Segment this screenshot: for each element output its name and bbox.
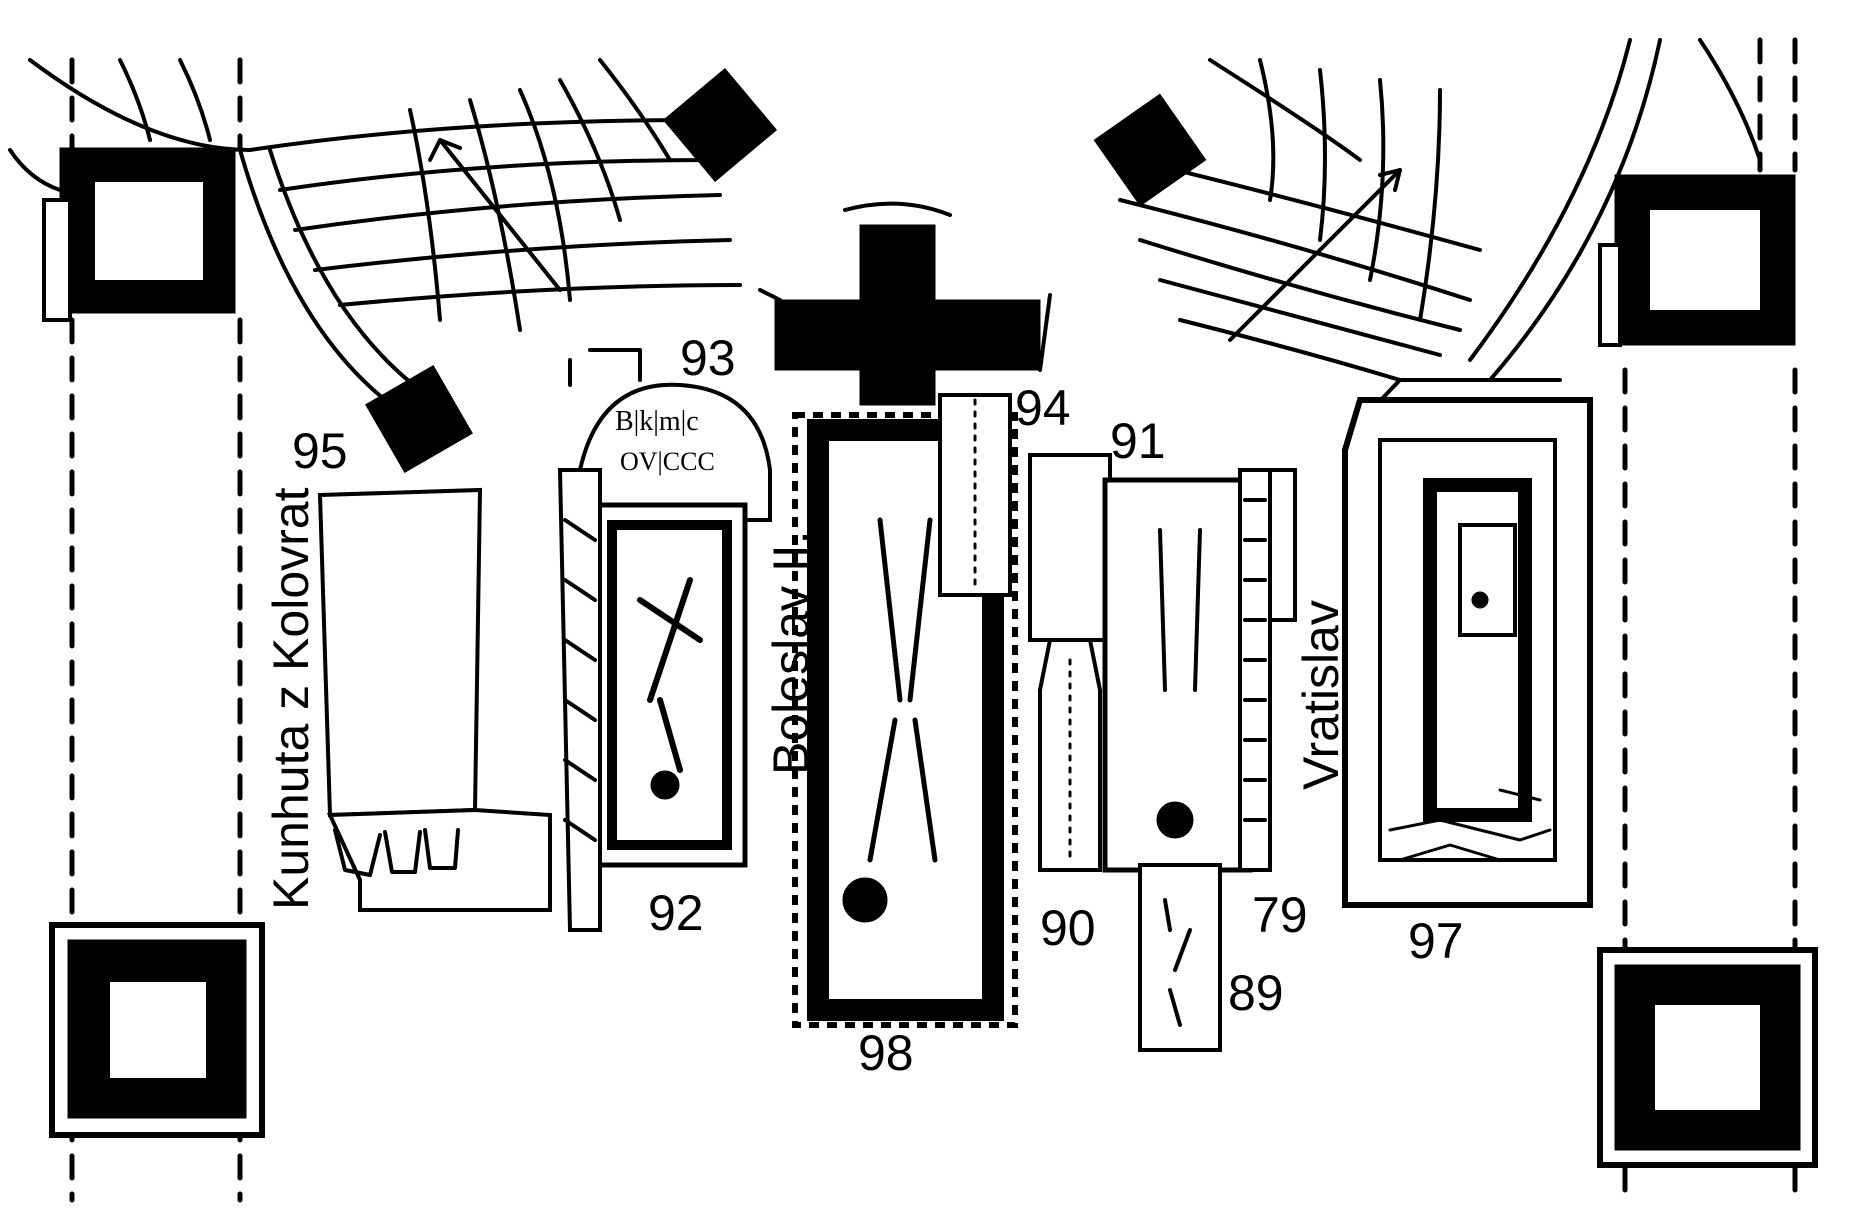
label-89: 89 bbox=[1228, 965, 1284, 1021]
tomb-numbers: 95 93 94 91 92 98 90 79 89 97 bbox=[292, 330, 1464, 1081]
label-79: 79 bbox=[1252, 887, 1308, 943]
label-kunhuta-z-kolovrat: Kunhuta z Kolovrat bbox=[263, 487, 319, 910]
label-91: 91 bbox=[1110, 413, 1166, 469]
pillar-bottom-left bbox=[49, 922, 265, 1138]
tomb-95 bbox=[317, 487, 552, 912]
tomb-98 bbox=[758, 201, 1052, 1028]
vault-right-bosses bbox=[1093, 93, 1207, 207]
label-boleslav-ii: Boleslav II. bbox=[763, 530, 819, 775]
tomb-92: B|k|m|c OV|CCC bbox=[557, 348, 772, 932]
tomb-89 bbox=[1138, 863, 1222, 1052]
burial-names: Kunhuta z Kolovrat Boleslav II. Vratisla… bbox=[263, 487, 1349, 910]
label-95: 95 bbox=[292, 423, 348, 479]
label-93: 93 bbox=[680, 330, 736, 386]
vault-left-bosses bbox=[365, 67, 778, 473]
label-98: 98 bbox=[858, 1025, 914, 1081]
svg-text:OV|CCC: OV|CCC bbox=[620, 447, 715, 476]
pillar-top-right bbox=[1598, 174, 1796, 347]
vault-left bbox=[8, 58, 742, 432]
label-92: 92 bbox=[648, 885, 704, 941]
pillar-top-left bbox=[42, 147, 236, 322]
pillar-bottom-right bbox=[1597, 947, 1818, 1168]
tomb-97 bbox=[1342, 397, 1593, 908]
label-94: 94 bbox=[1015, 380, 1071, 436]
tomb-91 bbox=[1028, 453, 1297, 873]
svg-text:B|k|m|c: B|k|m|c bbox=[615, 406, 699, 437]
label-97: 97 bbox=[1408, 913, 1464, 969]
label-vratislav: Vratislav bbox=[1293, 600, 1349, 790]
label-90: 90 bbox=[1040, 900, 1096, 956]
